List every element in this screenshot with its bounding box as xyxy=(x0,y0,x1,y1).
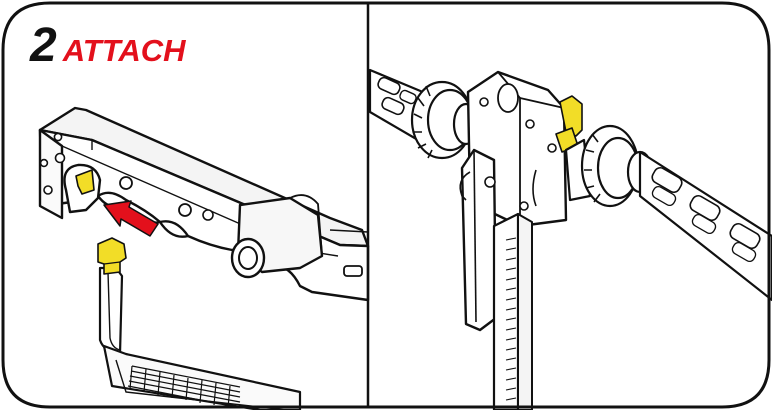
left-panel xyxy=(38,106,370,410)
bracket-arm xyxy=(38,106,370,302)
right-knob xyxy=(564,124,654,208)
vertical-rack xyxy=(492,212,533,410)
clip-in-slot xyxy=(75,169,95,195)
step-number: 2 xyxy=(30,19,57,72)
step-bracket xyxy=(98,266,302,410)
right-rod xyxy=(638,150,772,302)
left-knob xyxy=(410,80,480,160)
right-panel xyxy=(368,68,772,410)
lever-handle xyxy=(459,148,498,332)
step-heading: 2 ATTACH xyxy=(30,22,186,70)
step-title: ATTACH xyxy=(62,33,186,68)
loose-clip xyxy=(97,237,127,275)
direction-arrow-icon xyxy=(103,200,159,237)
